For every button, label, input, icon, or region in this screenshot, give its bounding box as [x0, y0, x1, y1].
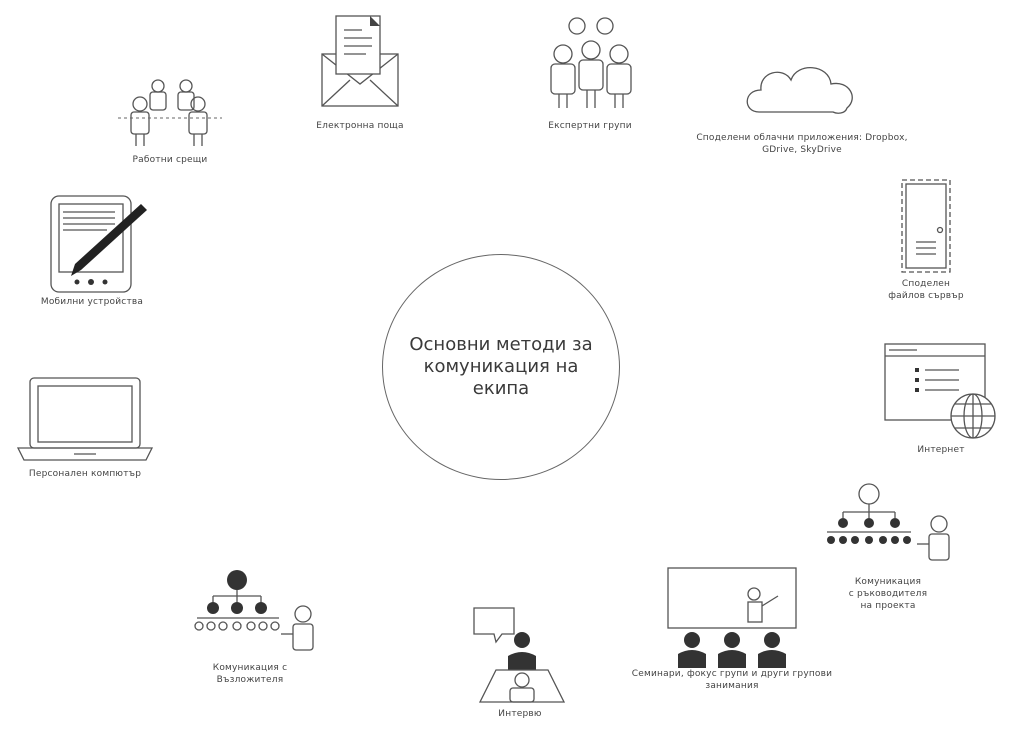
node-label: Интернет [917, 445, 965, 455]
node-fileserver: Споделен файлов сървър [866, 176, 986, 302]
node-label: Споделен файлов сървър [888, 279, 964, 301]
cloud-icon [746, 67, 853, 114]
node-experts: Експертни групи [520, 12, 660, 132]
node-label: Експертни групи [548, 121, 632, 131]
presentation-icon [667, 567, 797, 668]
node-pm: Комуникация с ръководителя на проекта [808, 480, 968, 612]
node-email: Електронна поща [290, 10, 430, 132]
node-label: Работни срещи [132, 155, 208, 165]
node-client: Комуникация с Възложителя [170, 566, 330, 686]
hierarchy-icon [827, 483, 950, 561]
tablet-icon [50, 195, 147, 293]
laptop-icon [16, 377, 154, 461]
node-internet: Интернет [876, 338, 1006, 456]
node-workmeet: Работни срещи [90, 74, 250, 166]
center-circle: Основни методи за комуникация на екипа [382, 254, 620, 480]
envelope-icon [321, 15, 399, 107]
node-cloud: Споделени облачни приложения: Dropbox, G… [652, 52, 952, 156]
center-title: Основни методи за комуникация на екипа [409, 334, 593, 399]
node-label: Споделени облачни приложения: Dropbox, G… [696, 133, 908, 155]
meeting-icon [118, 79, 222, 146]
node-interview: Интервю [450, 604, 590, 720]
node-label: Електронна поща [316, 121, 404, 131]
node-label: Семинари, фокус групи и други групови за… [631, 669, 833, 691]
node-label: Комуникация с ръководителя на проекта [848, 577, 928, 611]
node-mobile: Мобилни устройства [12, 192, 172, 308]
node-label: Персонален компютър [28, 469, 142, 479]
node-label: Интервю [498, 709, 542, 719]
node-label: Мобилни устройства [40, 297, 144, 307]
server-icon [901, 179, 951, 273]
globe-icon [884, 343, 996, 439]
node-pc: Персонален компютър [0, 372, 170, 480]
node-label: Комуникация с Възложителя [212, 663, 288, 685]
hierarchy-icon [194, 570, 314, 651]
group-icon [550, 17, 632, 108]
interview-icon [473, 607, 566, 703]
node-seminars: Семинари, фокус групи и други групови за… [582, 560, 882, 692]
